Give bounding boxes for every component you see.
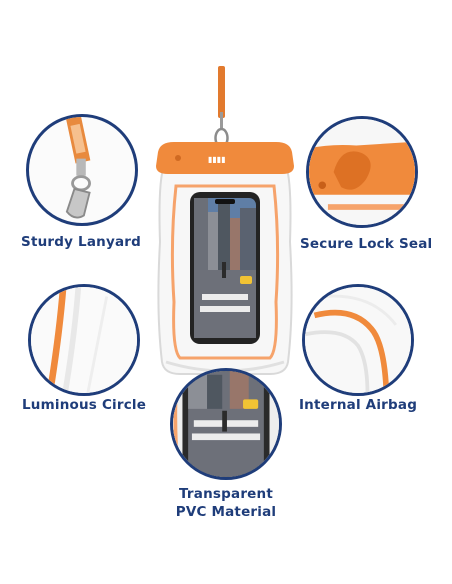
luminous-circle	[28, 284, 140, 396]
pvc-label-line1: Transparent	[179, 486, 273, 502]
lock-seal-icon	[309, 119, 415, 225]
lanyard-circle	[26, 114, 138, 226]
lanyard-clip-icon	[65, 117, 91, 219]
lock-seal-label: Secure Lock Seal	[300, 236, 433, 252]
airbag-icon	[305, 287, 411, 393]
luminous-label: Luminous Circle	[22, 397, 147, 413]
lock-seal-circle	[306, 116, 418, 228]
pvc-circle	[170, 368, 282, 480]
pvc-label-line2: PVC Material	[175, 504, 277, 520]
airbag-label: Internal Airbag	[298, 397, 418, 413]
luminous-edge-icon	[31, 287, 137, 393]
phone-pouch-image: ▮▮▮▮	[150, 62, 300, 382]
airbag-circle	[302, 284, 414, 396]
svg-text:▮▮▮▮: ▮▮▮▮	[208, 155, 226, 164]
lanyard-label: Sturdy Lanyard	[21, 234, 141, 250]
pvc-phone-icon	[173, 371, 279, 477]
